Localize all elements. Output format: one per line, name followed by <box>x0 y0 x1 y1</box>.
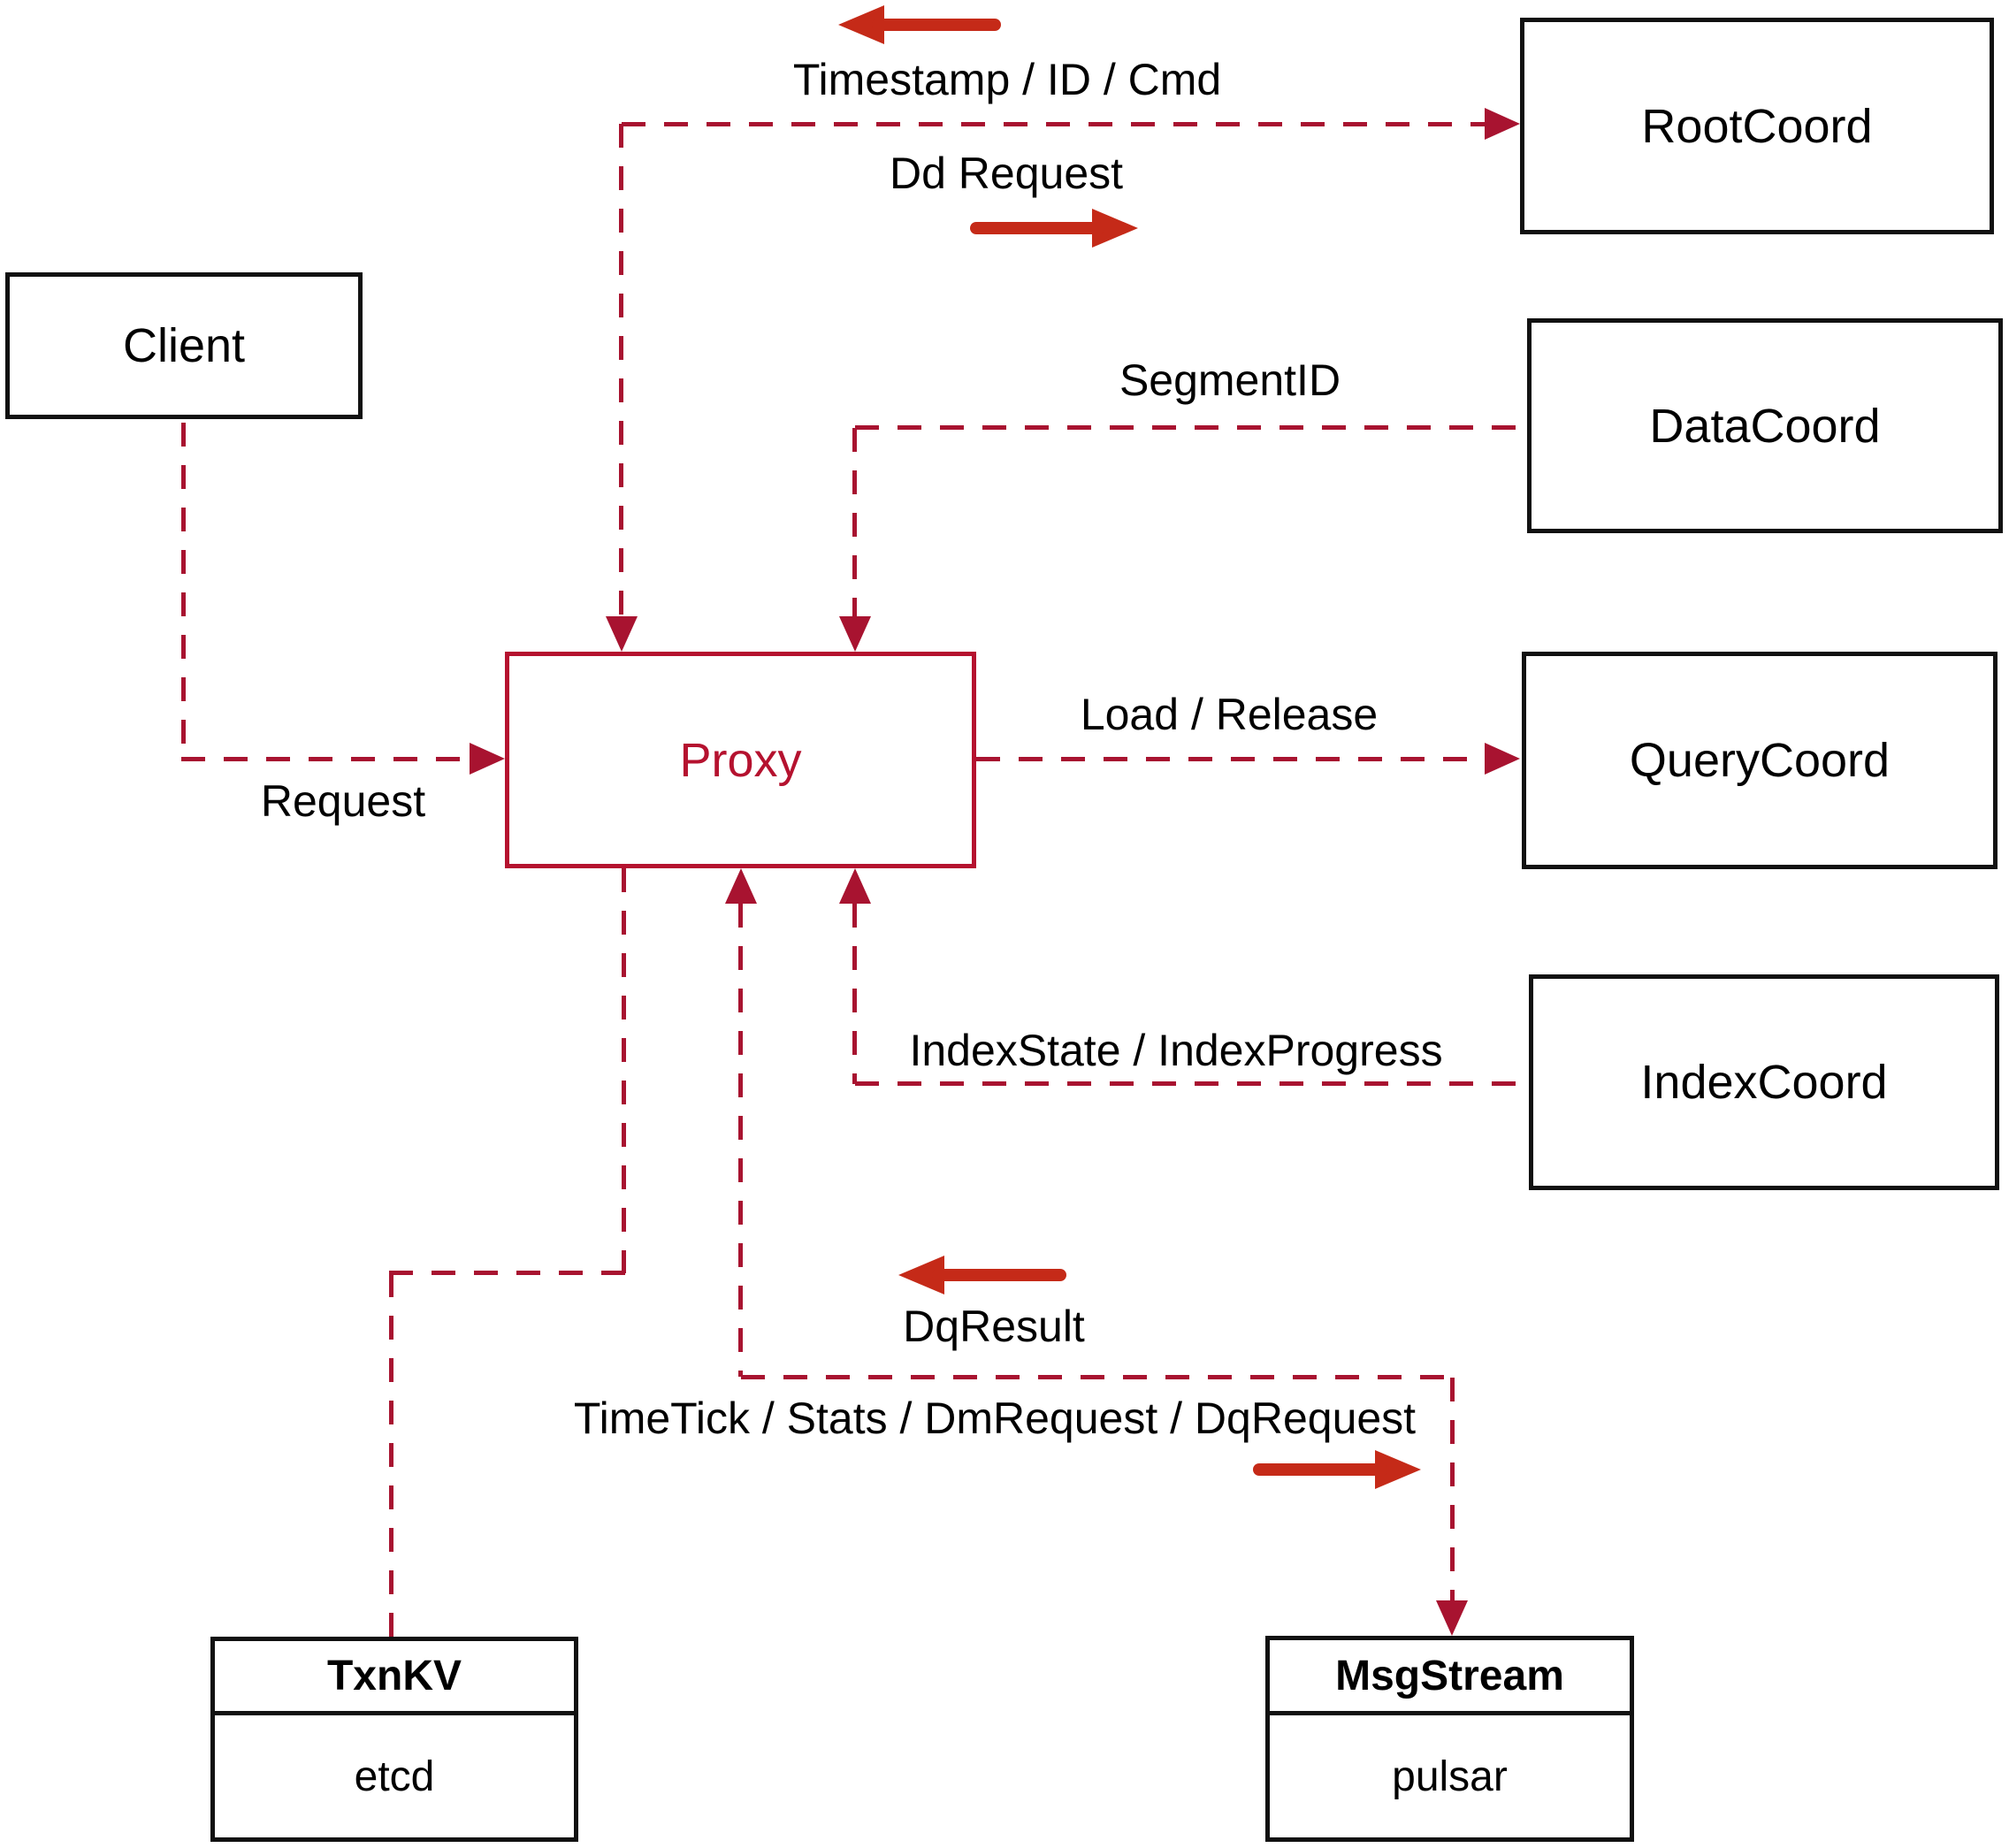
node-msgstream: MsgStream pulsar <box>1265 1636 1634 1842</box>
direction-arrow-left-timestamp-icon <box>838 5 1001 44</box>
edge-client-proxy-vertical <box>181 423 186 759</box>
node-txnkv: TxnKV etcd <box>210 1637 578 1842</box>
arrowhead-into-proxy-top-left-icon <box>606 616 638 652</box>
node-indexcoord-label: IndexCoord <box>1640 1056 1888 1109</box>
edge-label-request: Request <box>260 776 426 826</box>
node-querycoord-label: QueryCoord <box>1629 734 1891 787</box>
edge-proxy-txnkv-horizontal <box>389 1271 626 1275</box>
node-client-label: Client <box>122 319 246 372</box>
node-proxy-label: Proxy <box>679 733 802 787</box>
node-rootcoord-label: RootCoord <box>1641 99 1873 153</box>
node-proxy: Proxy <box>505 652 976 868</box>
edge-label-dd-request: Dd Request <box>889 149 1124 198</box>
arrowhead-into-msgstream-icon <box>1436 1600 1468 1636</box>
edge-label-load-release: Load / Release <box>1080 690 1379 739</box>
node-indexcoord: IndexCoord <box>1529 974 1999 1190</box>
edge-proxy-msgstream-horizontal <box>741 1375 1455 1379</box>
node-msgstream-subtitle: pulsar <box>1392 1753 1508 1800</box>
edge-proxy-rootcoord-vertical <box>619 124 623 616</box>
edge-label-timestamp-id-cmd: Timestamp / ID / Cmd <box>792 55 1222 104</box>
edge-proxy-txnkv-vertical-lower <box>389 1273 393 1637</box>
node-querycoord: QueryCoord <box>1522 652 1998 869</box>
edge-label-index-state: IndexState / IndexProgress <box>909 1026 1443 1075</box>
edge-proxy-querycoord-horizontal <box>976 757 1485 761</box>
arrowhead-into-proxy-bottom-middle-icon <box>725 868 757 904</box>
node-rootcoord: RootCoord <box>1520 18 1994 234</box>
node-datacoord: DataCoord <box>1527 318 2003 533</box>
arrow-shaft <box>872 19 1001 31</box>
arrowhead-into-proxy-bottom-right-icon <box>839 868 871 904</box>
arrowhead-into-proxy-left-icon <box>470 743 505 775</box>
edge-client-proxy-horizontal <box>181 757 470 761</box>
node-client: Client <box>5 272 363 419</box>
edge-label-dq-result: DqResult <box>903 1302 1085 1351</box>
edge-datacoord-proxy-horizontal <box>855 425 1527 430</box>
arrow-shaft <box>932 1269 1066 1281</box>
direction-arrow-right-timetick-icon <box>1253 1450 1421 1489</box>
arrow-shaft <box>1253 1463 1387 1476</box>
edge-indexcoord-proxy-horizontal <box>855 1081 1529 1086</box>
edge-indexcoord-proxy-vertical <box>852 904 857 1084</box>
edge-label-timetick-stats: TimeTick / Stats / DmRequest / DqRequest <box>573 1394 1417 1443</box>
arrow-shaft <box>970 222 1104 234</box>
arrowhead-into-rootcoord-icon <box>1485 108 1520 140</box>
edge-proxy-txnkv-vertical-upper <box>622 868 626 1273</box>
edge-datacoord-proxy-vertical <box>852 428 857 616</box>
edge-proxy-msgstream-vertical-lower <box>1450 1378 1455 1600</box>
edge-label-segment-id: SegmentID <box>1119 355 1341 405</box>
arrowhead-into-proxy-top-right-icon <box>839 616 871 652</box>
edge-proxy-msgstream-vertical-upper <box>738 904 743 1377</box>
node-msgstream-title: MsgStream <box>1270 1640 1630 1715</box>
direction-arrow-left-dqresult-icon <box>898 1256 1066 1294</box>
node-txnkv-subtitle: etcd <box>354 1753 435 1800</box>
node-datacoord-label: DataCoord <box>1649 399 1881 453</box>
direction-arrow-right-dd-request-icon <box>970 209 1138 248</box>
edge-proxy-rootcoord-horizontal <box>622 122 1485 126</box>
arrowhead-into-querycoord-icon <box>1485 743 1520 775</box>
node-txnkv-title: TxnKV <box>215 1641 574 1715</box>
